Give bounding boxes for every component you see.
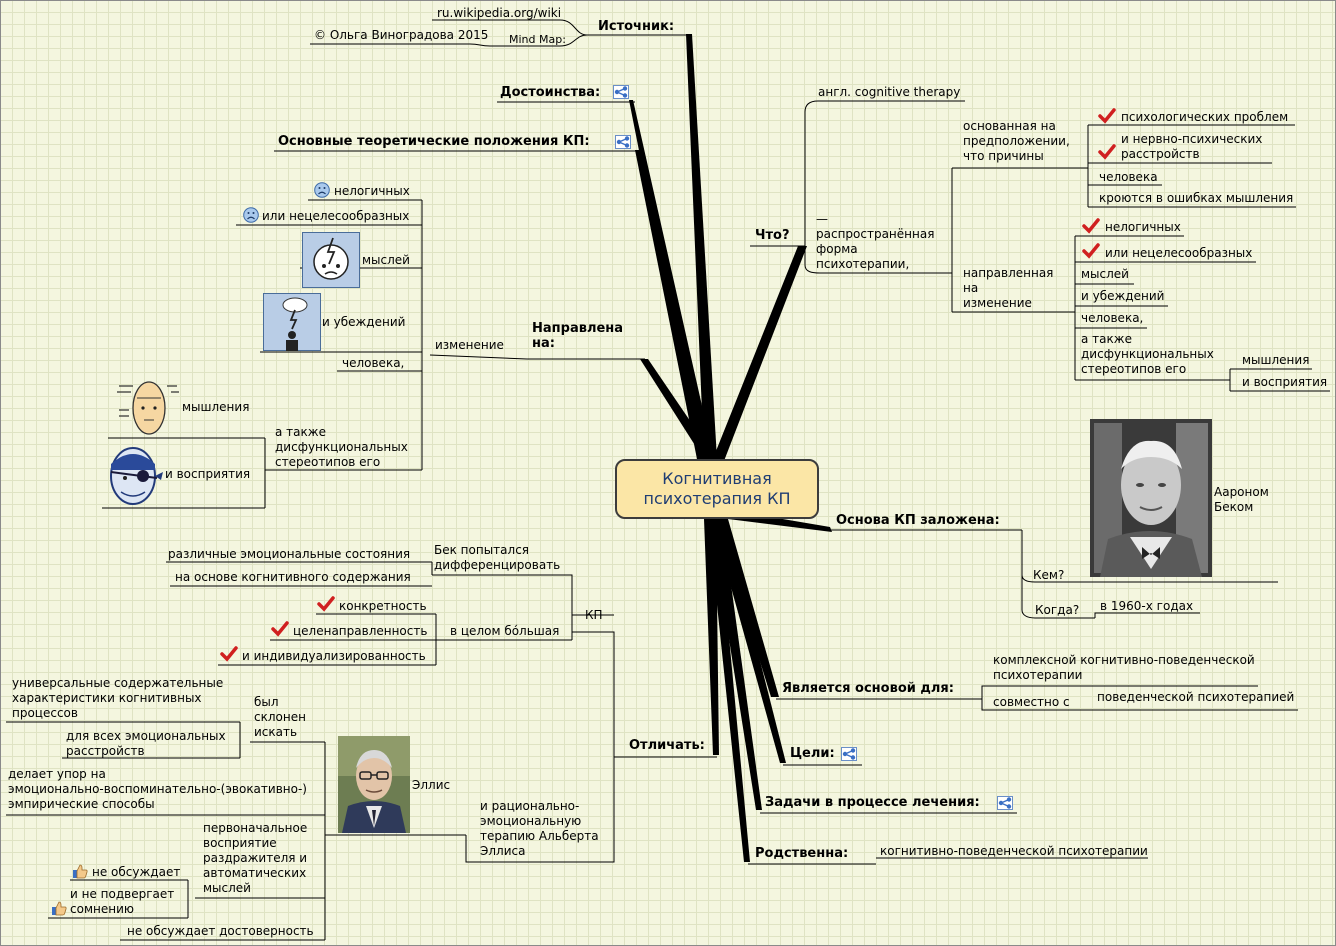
- foundation-title[interactable]: Основа КП заложена:: [836, 513, 1000, 528]
- distinguish-reliability: не обсуждает достоверность: [127, 924, 314, 938]
- directed-item: и убеждений: [322, 315, 406, 329]
- basis-item: комплексной когнитивно-поведенческой пси…: [993, 653, 1255, 682]
- thumbs-up-icon: [52, 901, 67, 916]
- basis-item: совместно с: [993, 695, 1070, 709]
- thumbs-up-icon: [73, 864, 88, 879]
- distinguish-emphasis: делает упор на эмоционально-воспоминател…: [8, 767, 307, 811]
- spoke-merits: [629, 100, 714, 459]
- directed-item: нелогичных: [334, 184, 410, 198]
- link-icon[interactable]: [613, 85, 629, 99]
- what-english: англ. cognitive therapy: [818, 85, 961, 99]
- what-based-item: и нервно-психических расстройств: [1121, 132, 1263, 161]
- link-icon[interactable]: [997, 796, 1013, 810]
- spoke-theory: [635, 150, 711, 459]
- main-spokes: [629, 34, 832, 862]
- thinking-head-image: [117, 381, 179, 435]
- spoke-source: [686, 34, 717, 459]
- what-aimed: направленная на изменение: [963, 266, 1054, 310]
- what-aimed-item: нелогичных: [1105, 220, 1181, 234]
- check-icon: [1098, 144, 1116, 160]
- what-aimed-item: человека,: [1081, 311, 1144, 325]
- directed-item: человека,: [342, 356, 405, 370]
- what-widespread: — распространённая форма психотерапии,: [816, 212, 935, 271]
- distinguish-beck-item: на основе когнитивного содержания: [175, 570, 411, 584]
- what-aimed-item: и убеждений: [1081, 289, 1165, 303]
- central-topic[interactable]: Когнитивная психотерапия КП: [615, 459, 819, 519]
- check-icon: [1082, 243, 1100, 259]
- spoke-distinguish: [704, 519, 719, 755]
- sad-face-icon: [243, 207, 259, 223]
- distinguish-rational: и рационально- эмоциональную терапию Аль…: [480, 799, 599, 858]
- what-stereotype: и восприятия: [1242, 375, 1328, 389]
- link-icon[interactable]: [615, 135, 631, 149]
- spoke-what: [712, 246, 807, 461]
- distinguish-ellis: Эллис: [412, 778, 451, 792]
- what-aimed-item: или нецелесообразных: [1105, 246, 1253, 260]
- directed-item: или нецелесообразных: [262, 209, 410, 223]
- check-icon: [220, 646, 238, 662]
- check-icon: [1082, 218, 1100, 234]
- distinguish-kp: КП: [585, 608, 603, 622]
- what-aimed-item: мыслей: [1081, 267, 1129, 281]
- theory-title[interactable]: Основные теоретические положения КП:: [278, 134, 590, 149]
- distinguish-general-item: целенаправленность: [293, 624, 428, 638]
- distinguish-primary: первоначальное восприятие раздражителя и…: [203, 821, 308, 895]
- source-author: © Ольга Виноградова 2015: [314, 28, 489, 42]
- pirate-head-image: [110, 447, 163, 505]
- foundation-when: Когда?: [1035, 603, 1080, 617]
- distinguish-beck-item: различные эмоциональные состояния: [168, 547, 411, 561]
- beck-photo: [1090, 419, 1212, 577]
- merits-title[interactable]: Достоинства:: [500, 85, 601, 100]
- distinguish-universal: универсальные содержательные характерист…: [12, 676, 224, 720]
- storm-person-image: [263, 293, 321, 351]
- foundation-who-answer: Аароном Беком: [1214, 485, 1269, 514]
- foundation-who: Кем?: [1033, 568, 1065, 582]
- what-based: основанная на предположении, что причины: [963, 119, 1070, 163]
- what-based-item: кроются в ошибках мышления: [1099, 191, 1294, 205]
- directed-item: а также дисфункциональных стереотипов ег…: [275, 425, 408, 469]
- distinguish-general: в целом бóльшая: [450, 624, 560, 638]
- what-based-item: психологических проблем: [1121, 110, 1289, 124]
- what-stereotype: мышления: [1242, 353, 1310, 367]
- check-icon: [317, 596, 335, 612]
- related-title[interactable]: Родственна:: [755, 846, 849, 861]
- basis-with: поведенческой психотерапией: [1097, 690, 1295, 704]
- spoke-related: [708, 519, 750, 862]
- spoke-goals: [712, 519, 786, 763]
- distinguish-not-discuss: не обсуждает: [92, 865, 181, 879]
- distinguish-not-doubt: и не подвергает сомнению: [70, 887, 175, 916]
- tasks-title[interactable]: Задачи в процессе лечения:: [765, 795, 980, 810]
- spoke-directed: [640, 359, 716, 461]
- what-aimed-item: а также дисфункциональных стереотипов ег…: [1081, 332, 1214, 376]
- directed-change: изменение: [435, 338, 504, 352]
- directed-stereotype: и восприятия: [165, 467, 251, 481]
- source-title[interactable]: Источник:: [598, 19, 675, 34]
- related-item: когнитивно-поведенческой психотерапии: [880, 844, 1148, 858]
- basis-title[interactable]: Является основой для:: [782, 681, 954, 696]
- link-icon[interactable]: [841, 747, 857, 761]
- distinguish-for-all: для всех эмоциональных расстройств: [66, 729, 226, 758]
- check-icon: [1098, 108, 1116, 124]
- distinguish-title[interactable]: Отличать:: [629, 738, 705, 753]
- foundation-when-answer: в 1960-х годах: [1100, 599, 1194, 613]
- distinguish-general-item: конкретность: [339, 599, 427, 613]
- what-based-item: человека: [1099, 170, 1158, 184]
- distinguish-inclined: был склонен искать: [254, 695, 306, 739]
- directed-title[interactable]: Направлена на:: [532, 321, 624, 351]
- storm-face-image: [302, 232, 360, 288]
- sad-face-icon: [314, 182, 330, 198]
- goals-title[interactable]: Цели:: [790, 746, 835, 761]
- ellis-photo: [338, 736, 410, 833]
- what-title[interactable]: Что?: [755, 228, 790, 243]
- source-url[interactable]: ru.wikipedia.org/wiki: [437, 6, 562, 20]
- directed-item: мыслей: [362, 253, 410, 267]
- distinguish-general-item: и индивидуализированность: [242, 649, 426, 663]
- directed-stereotype: мышления: [182, 400, 250, 414]
- check-icon: [271, 621, 289, 637]
- source-mindmap-label: Mind Map:: [509, 33, 566, 46]
- distinguish-beck: Бек попытался дифференцировать: [434, 543, 561, 572]
